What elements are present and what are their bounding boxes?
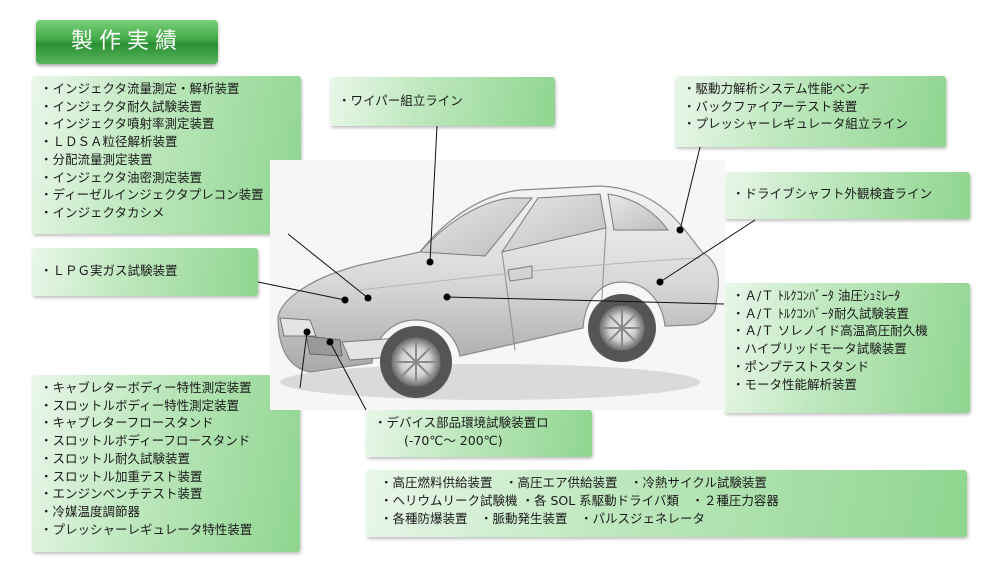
list-item: ドライブシャフト外観検査ライン xyxy=(732,185,962,203)
list-item: ワイパー組立ライン xyxy=(338,92,547,110)
list-item: ・高圧燃料供給装置 ・高圧エア供給装置 ・冷熱サイクル試験装置 xyxy=(380,475,767,490)
list-item: キャブレターボディー特性測定装置 xyxy=(40,379,292,397)
list-item: Ａ/Ｔ ソレノイド高温高圧耐久機 xyxy=(732,322,962,340)
list-item: 分配流量測定装置 xyxy=(40,151,293,169)
list-item: バックファイアーテスト装置 xyxy=(683,98,938,116)
at-products-box: Ａ/Ｔ ﾄﾙｸｺﾝﾊﾞｰﾀ 油圧ｼｭﾐﾚｰﾀ Ａ/Ｔ ﾄﾙｸｺﾝﾊﾞｰﾀ耐久試験… xyxy=(724,283,970,413)
car-illustration xyxy=(270,160,725,410)
list-item: (-70℃～ 200℃) xyxy=(404,432,503,448)
list-item: スロットル加重テスト装置 xyxy=(40,468,292,486)
list-item: プレッシャーレギュレータ特性装置 xyxy=(40,521,292,539)
list-item: ・各種防爆装置 ・脈動発生装置 ・パルスジェネレータ xyxy=(380,511,706,526)
list-item: モータ性能解析装置 xyxy=(732,376,962,394)
injector-products-box: インジェクタ流量測定・解析装置 インジェクタ耐久試験装置 インジェクタ噴射率測定… xyxy=(32,76,301,234)
list-item: Ａ/Ｔ ﾄﾙｸｺﾝﾊﾞｰﾀ耐久試験装置 xyxy=(732,305,962,323)
list-item: ・ヘリウムリーク試験機 ・各 SOL 系駆動ドライバ類 ・２種圧力容器 xyxy=(380,493,779,508)
page-title: 製作実績 xyxy=(36,20,218,64)
list-item: Ａ/Ｔ ﾄﾙｸｺﾝﾊﾞｰﾀ 油圧ｼｭﾐﾚｰﾀ xyxy=(732,287,962,305)
list-item: エンジンベンチテスト装置 xyxy=(40,485,292,503)
misc-products-box: ・高圧燃料供給装置 ・高圧エア供給装置 ・冷熱サイクル試験装置 ・ヘリウムリーク… xyxy=(366,470,967,537)
list-item: ハイブリッドモータ試験装置 xyxy=(732,340,962,358)
sedan-car-icon xyxy=(270,160,725,410)
list-item: スロットル耐久試験装置 xyxy=(40,450,292,468)
list-item: 冷媒温度調節器 xyxy=(40,503,292,521)
list-item: スロットルボディー特性測定装置 xyxy=(40,397,292,415)
list-item: ＬＰＧ実ガス試験装置 xyxy=(40,262,250,280)
drive-products-box: 駆動力解析システム性能ベンチ バックファイアーテスト装置 プレッシャーレギュレー… xyxy=(675,76,946,147)
list-item: デバイス部品環境試験装置ロ xyxy=(374,414,584,432)
lpg-products-box: ＬＰＧ実ガス試験装置 xyxy=(32,248,258,296)
list-item: ポンプテストスタンド xyxy=(732,358,962,376)
list-item: プレッシャーレギュレータ組立ライン xyxy=(683,115,938,133)
list-item: インジェクタ油密測定装置 xyxy=(40,169,293,187)
list-item: ディーゼルインジェクタプレコン装置 xyxy=(40,186,293,204)
carburetor-products-box: キャブレターボディー特性測定装置 スロットルボディー特性測定装置 キャブレターフ… xyxy=(32,375,300,552)
list-item: スロットルボディーフロースタンド xyxy=(40,432,292,450)
list-item: インジェクタ耐久試験装置 xyxy=(40,98,293,116)
list-item: 駆動力解析システム性能ベンチ xyxy=(683,80,938,98)
list-item: インジェクタ噴射率測定装置 xyxy=(40,115,293,133)
list-item: キャブレターフロースタンド xyxy=(40,414,292,432)
shaft-products-box: ドライブシャフト外観検査ライン xyxy=(724,172,970,219)
list-item: ＬＤＳＡ粒径解析装置 xyxy=(40,133,293,151)
device-products-box: デバイス部品環境試験装置ロ (-70℃～ 200℃) xyxy=(366,410,592,457)
list-item: インジェクタ流量測定・解析装置 xyxy=(40,80,293,98)
list-item: インジェクタカシメ xyxy=(40,204,293,222)
wiper-products-box: ワイパー組立ライン xyxy=(330,77,555,126)
